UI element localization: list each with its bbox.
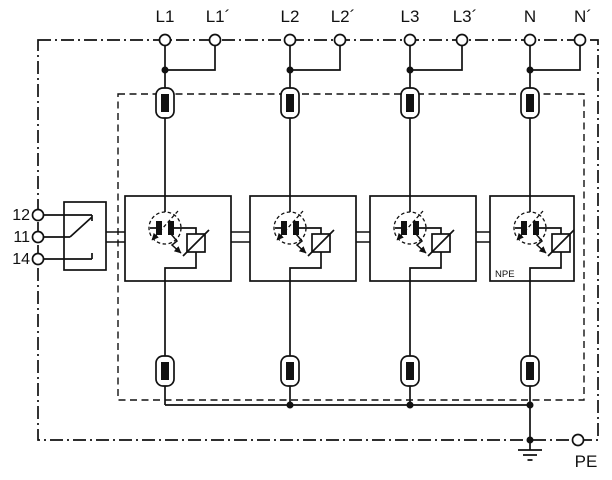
- upper-disconnect-N: [520, 87, 540, 119]
- lower-disconnect-L1: [155, 355, 175, 387]
- label-N: N: [524, 7, 536, 26]
- lower-disconnect-N: [520, 355, 540, 387]
- label-L3: L3: [401, 7, 420, 26]
- spd-module-L2: [249, 195, 357, 282]
- label-11: 11: [13, 229, 30, 246]
- terminal-14: [31, 252, 45, 266]
- terminal-labels: L1 L1´ L2 L2´ L3 L3´ N N´ 12 11 14 PE: [12, 7, 597, 471]
- terminal-N-prime: [573, 33, 587, 47]
- label-L1: L1: [156, 7, 175, 26]
- terminal-12: [31, 208, 45, 222]
- top-feed-wires: [164, 45, 581, 196]
- remote-signalling-contact: [43, 201, 107, 271]
- upper-disconnect-L2: [280, 87, 300, 119]
- label-L3-prime: L3´: [453, 7, 478, 26]
- lower-disconnect-L2: [280, 355, 300, 387]
- terminal-PE: [571, 433, 585, 447]
- junction-dots: [161, 66, 534, 444]
- spd-module-L3: [369, 195, 477, 282]
- terminal-N: [523, 33, 537, 47]
- label-N-prime: N´: [574, 7, 592, 26]
- label-14: 14: [12, 251, 30, 268]
- spd-module-NPE: NPE: [489, 195, 575, 282]
- label-L2-prime: L2´: [331, 7, 356, 26]
- terminal-L1: [158, 33, 172, 47]
- spd-module-L1: [124, 195, 232, 282]
- terminal-11: [31, 230, 45, 244]
- label-L2: L2: [281, 7, 300, 26]
- protection-circuit-boundary: [117, 93, 585, 401]
- terminal-circles: [31, 33, 587, 447]
- terminal-L1-prime: [208, 33, 222, 47]
- terminal-L3-prime: [455, 33, 469, 47]
- module-linkage-lines: [106, 231, 490, 243]
- earth-ground-icon: [518, 440, 542, 461]
- terminal-L3: [403, 33, 417, 47]
- bottom-wires-and-bus: [164, 281, 531, 440]
- upper-disconnect-L1: [155, 87, 175, 119]
- label-12: 12: [12, 207, 30, 224]
- label-PE: PE: [575, 452, 598, 471]
- npe-module-label: NPE: [495, 269, 515, 280]
- lower-disconnect-L3: [400, 355, 420, 387]
- terminal-L2: [283, 33, 297, 47]
- upper-disconnect-L3: [400, 87, 420, 119]
- terminal-L2-prime: [333, 33, 347, 47]
- label-L1-prime: L1´: [206, 7, 231, 26]
